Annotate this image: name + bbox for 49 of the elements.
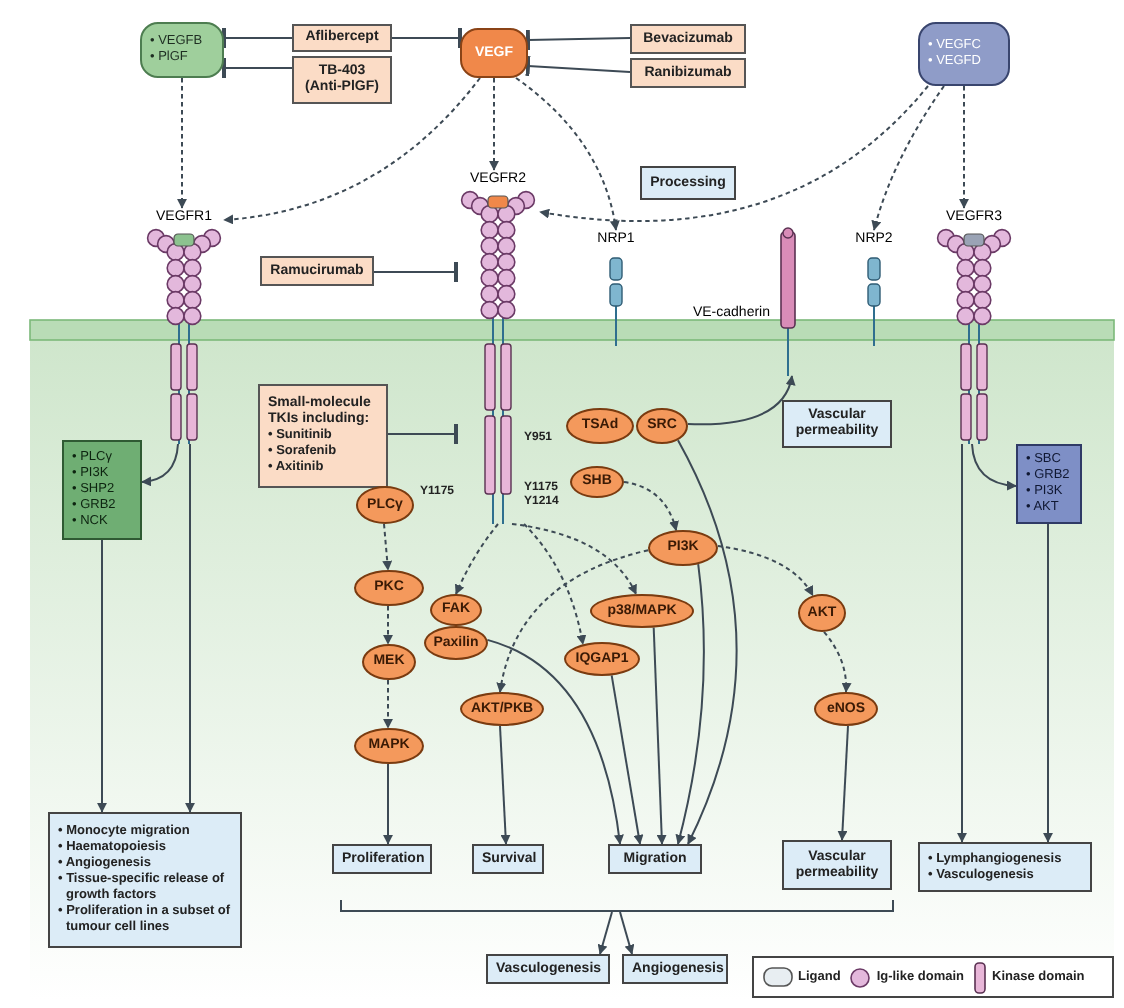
arrow bbox=[619, 911, 635, 955]
arrow bbox=[383, 679, 393, 729]
ligand-box bbox=[140, 22, 224, 78]
inhibition-line bbox=[373, 262, 458, 282]
arrow bbox=[383, 605, 393, 645]
arrow bbox=[597, 911, 613, 955]
arrow bbox=[823, 630, 852, 693]
arrow bbox=[496, 549, 650, 693]
arrow bbox=[1043, 523, 1053, 843]
inhibition-line bbox=[222, 28, 293, 48]
arrow bbox=[499, 725, 511, 845]
arrow bbox=[686, 375, 795, 426]
effector-box bbox=[62, 440, 142, 540]
arrow bbox=[486, 638, 624, 845]
arrow bbox=[523, 523, 587, 646]
outcome-box bbox=[48, 812, 242, 948]
arrow bbox=[716, 545, 814, 597]
arrow bbox=[382, 523, 393, 571]
effector-box bbox=[1016, 444, 1082, 524]
bracket bbox=[340, 900, 894, 912]
ligand-box bbox=[918, 22, 1010, 86]
arrow bbox=[97, 539, 107, 813]
arrow bbox=[383, 763, 393, 845]
inhibition-line bbox=[525, 29, 631, 51]
arrow bbox=[489, 77, 499, 171]
inhibition-line bbox=[222, 58, 293, 78]
inhibition-line bbox=[387, 424, 458, 444]
arrow bbox=[511, 523, 638, 596]
arrow bbox=[652, 626, 667, 845]
inhibition-line bbox=[525, 55, 631, 77]
outcome-box bbox=[918, 842, 1092, 892]
arrow bbox=[177, 77, 187, 209]
arrow bbox=[223, 77, 481, 225]
arrow bbox=[141, 443, 179, 486]
arrow bbox=[959, 85, 969, 209]
arrow bbox=[677, 439, 738, 845]
arrow bbox=[455, 523, 499, 595]
arrow bbox=[623, 481, 679, 532]
arrow bbox=[539, 85, 929, 222]
arrow bbox=[971, 443, 1017, 491]
arrow bbox=[957, 443, 967, 843]
arrow bbox=[675, 563, 705, 845]
arrow bbox=[185, 443, 195, 813]
arrow bbox=[610, 674, 644, 845]
arrow bbox=[871, 85, 945, 231]
arrow bbox=[837, 724, 849, 841]
inhibition-line bbox=[391, 28, 462, 48]
drug-box bbox=[258, 384, 388, 488]
arrow bbox=[515, 77, 620, 231]
